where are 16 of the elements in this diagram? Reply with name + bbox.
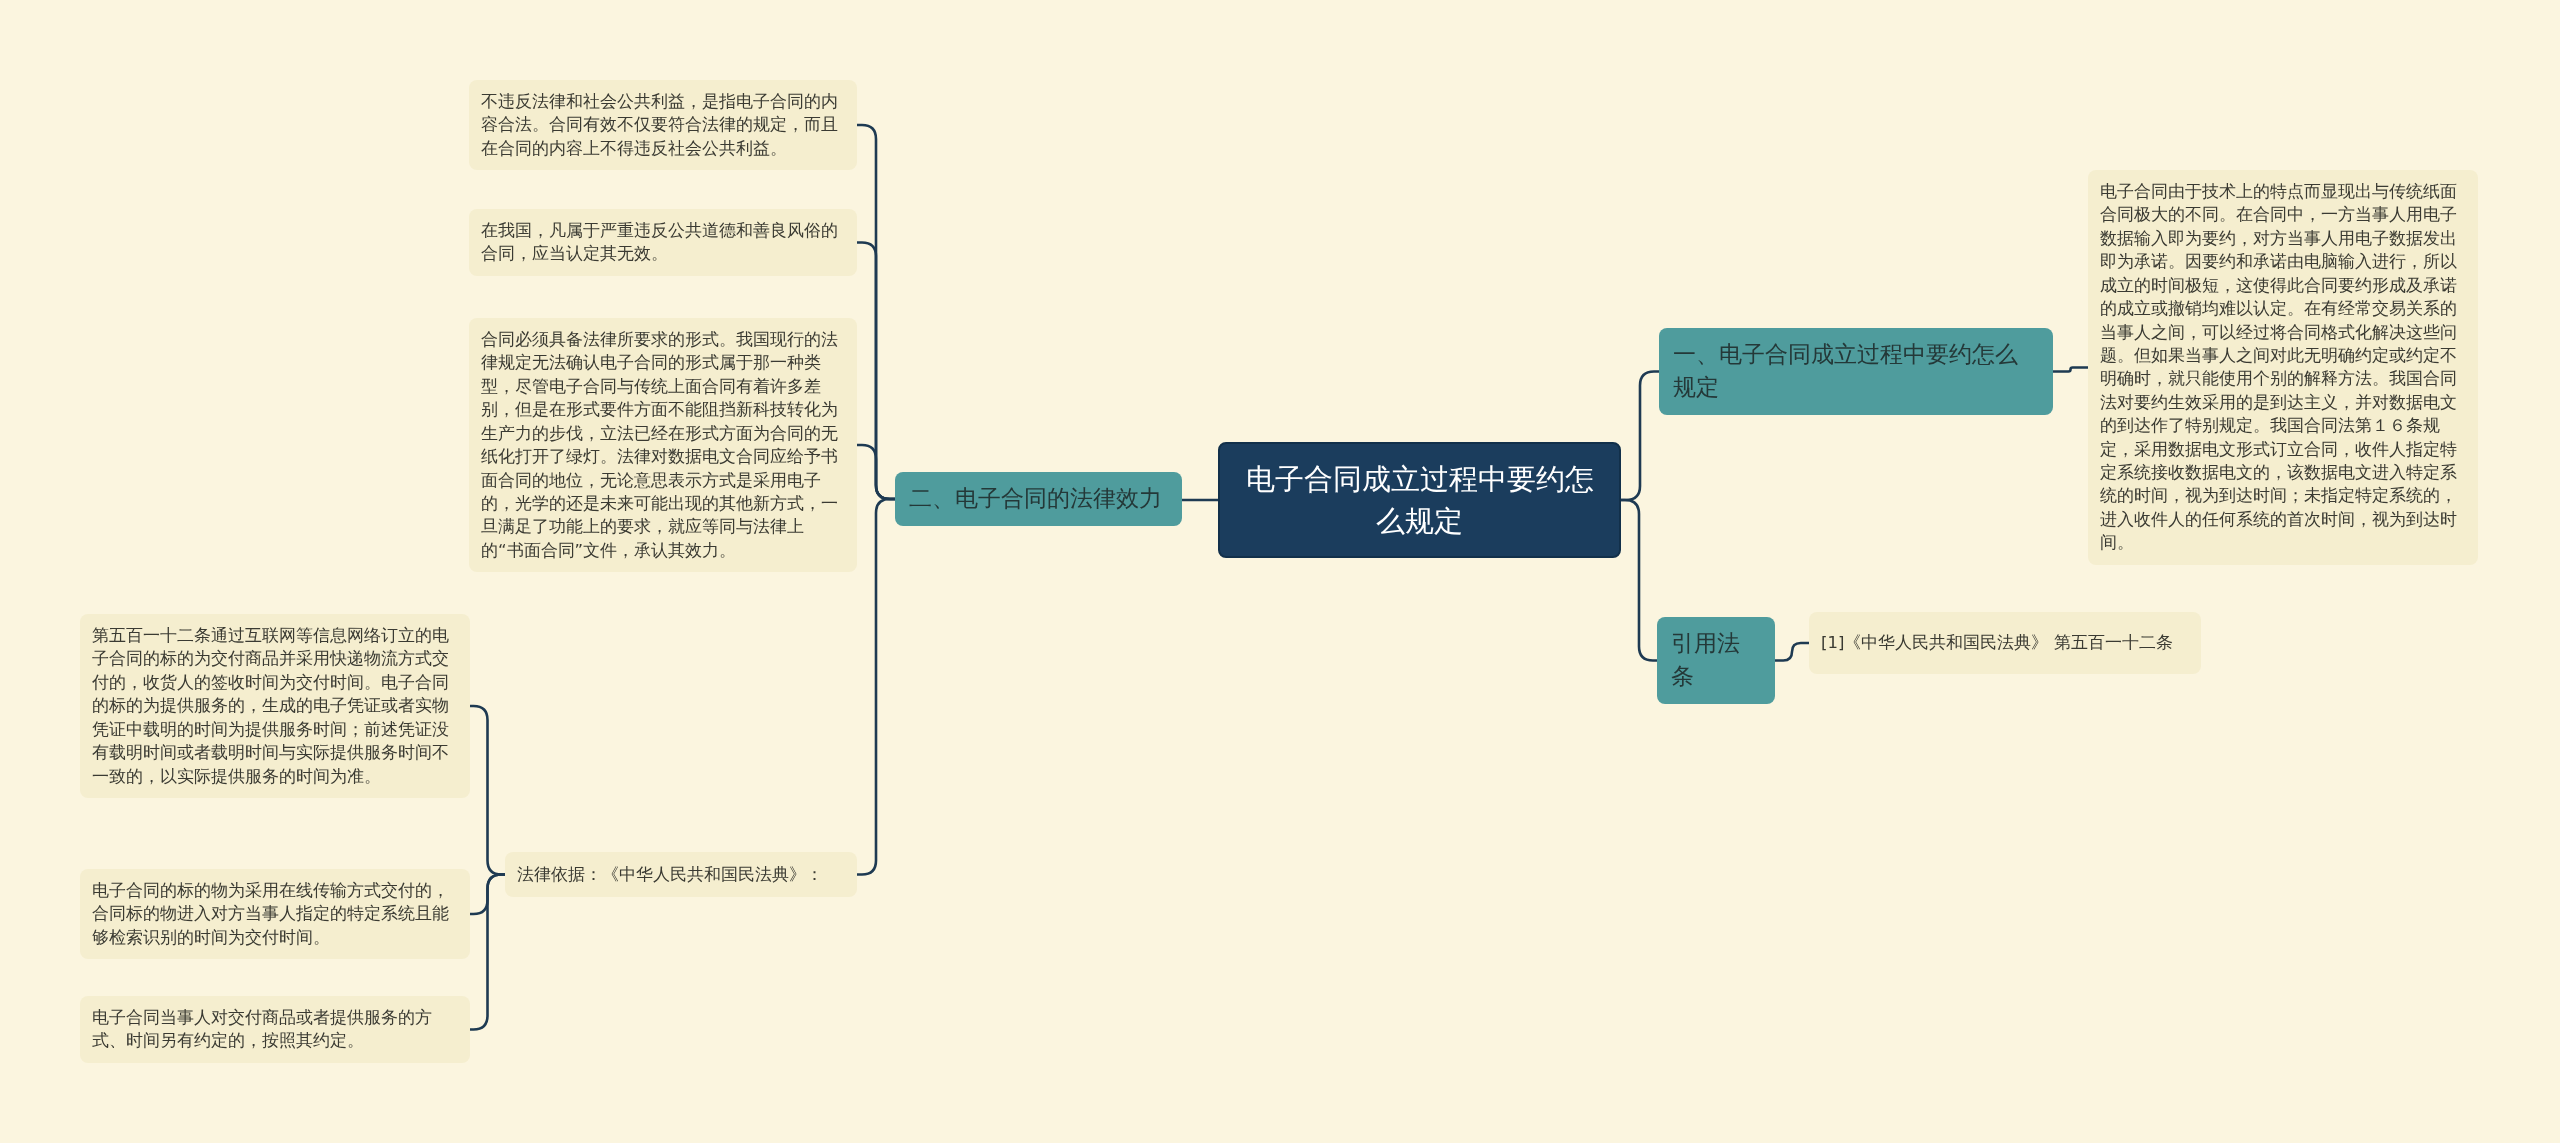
text-card: 法律依据：《中华人民共和国民法典》： [505, 852, 857, 897]
text-card: 第五百一十二条通过互联网等信息网络订立的电子合同的标的为交付商品并采用快递物流方式交付的，收货人的签收时间为交付时间。电子合同的标的为提供服务的，生成的电子凭证或者实物凭证中载明的时间为提供服务时间；前述凭证没有载明时间或者载明时间与实际提供服务时间不一致的，以实际提供服务的时间为准。 [80, 614, 470, 798]
branch-topic: 二、电子合同的法律效力 [895, 472, 1182, 526]
connector-line [1182, 498, 1218, 502]
connector-line [2053, 366, 2088, 373]
branch-topic: 引用法条 [1657, 617, 1775, 704]
central-topic: 电子合同成立过程中要约怎么规定 [1218, 442, 1621, 559]
connector-line [1775, 641, 1809, 662]
branch-topic: 一、电子合同成立过程中要约怎么规定 [1659, 328, 2053, 415]
text-card: [1]《中华人民共和国民法典》 第五百一十二条 [1809, 612, 2201, 674]
text-card: 在我国，凡属于严重违反公共道德和善良风俗的合同，应当认定其无效。 [469, 209, 857, 276]
text-card: 电子合同的标的物为采用在线传输方式交付的，合同标的物进入对方当事人指定的特定系统且能够检索识别的时间为交付时间。 [80, 869, 470, 960]
text-card: 电子合同由于技术上的特点而显现出与传统纸面合同极大的不同。在合同中，一方当事人用电子数据输入即为要约，对方当事人用电子数据发出即为承诺。因要约和承诺由电脑输入进行，所以成立的时间极短，这使得此合同要约形成及承诺的成立或撤销均难以认定。在有经常交易关系的当事人之间，可以经过将合同格式化解决这些问题。但如果当事人之间对此无明确约定或约定不明确时，就只能使用个别的解释方法。我国合同法对要约生效采用的是到达主义，并对数据电文的到达作了特别规定。我国合同法第１６条规定，采用数据电文形式订立合同，收件人指定特定系统接收数据电文的，该数据电文进入特定系统的时间，视为到达时间；未指定特定系统的，进入收件人的任何系统的首次时间，视为到达时间。 [2088, 170, 2478, 565]
text-card: 电子合同当事人对交付商品或者提供服务的方式、时间另有约定的，按照其约定。 [80, 996, 470, 1063]
text-card: 合同必须具备法律所要求的形式。我国现行的法律规定无法确认电子合同的形式属于那一种类型，尽管电子合同与传统上面合同有着许多差别，但是在形式要件方面不能阻挡新科技转化为生产力的步伐，立法已经在形式方面为合同的无纸化打开了绿灯。法律对数据电文合同应给予书面合同的地位，无论意思表示方式是采用电子的，光学的还是未来可能出现的其他新方式，一旦满足了功能上的要求，就应等同与法律上的“书面合同”文件，承认其效力。 [469, 318, 857, 573]
text-card: 不违反法律和社会公共利益，是指电子合同的内容合法。合同有效不仅要符合法律的规定，而且在合同的内容上不得违反社会公共利益。 [469, 80, 857, 171]
